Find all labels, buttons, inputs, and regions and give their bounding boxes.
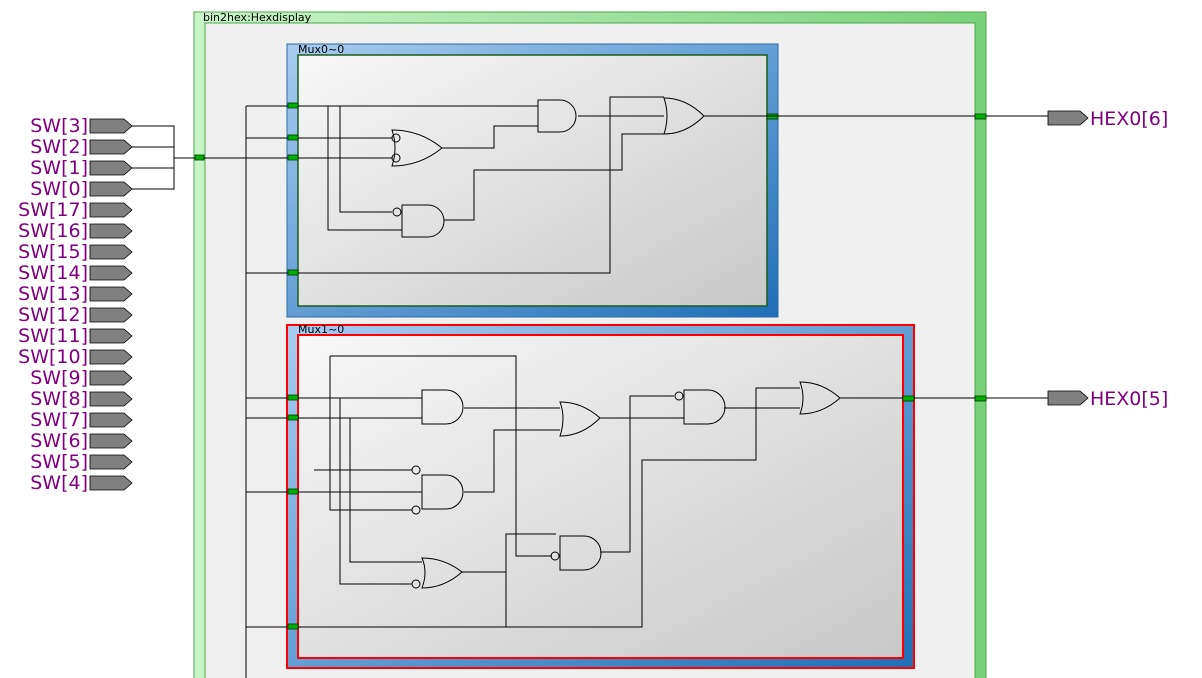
- input-pin[interactable]: SW[6]: [30, 430, 133, 452]
- mux0-block[interactable]: Mux0~0: [286, 43, 779, 318]
- input-pin-label: SW[11]: [18, 325, 88, 347]
- mux1-block[interactable]: Mux1~0: [286, 323, 915, 669]
- input-pin[interactable]: SW[16]: [18, 220, 133, 242]
- input-pin-icon: [89, 286, 133, 302]
- hexdisplay-block-title: bin2hex:Hexdisplay: [203, 11, 312, 24]
- input-pin-label: SW[16]: [18, 220, 88, 242]
- output-pin[interactable]: HEX0[5]: [1047, 388, 1168, 410]
- input-pin-icon: [89, 328, 133, 344]
- input-pin-icon: [89, 244, 133, 260]
- input-pin-label: SW[2]: [30, 136, 88, 158]
- output-pins: HEX0[6] HEX0[5]: [1047, 108, 1168, 410]
- input-pin[interactable]: SW[9]: [30, 367, 133, 389]
- input-pin[interactable]: SW[12]: [18, 304, 133, 326]
- input-pin-label: SW[12]: [18, 304, 88, 326]
- input-pin-icon: [89, 118, 133, 134]
- input-pin-icon: [89, 391, 133, 407]
- and-gate-icon: [421, 389, 464, 425]
- input-pin-label: SW[13]: [18, 283, 88, 305]
- output-pin-icon: [1047, 110, 1089, 126]
- input-pin[interactable]: SW[0]: [30, 178, 133, 200]
- input-pin[interactable]: SW[1]: [30, 157, 133, 179]
- or-gate-icon: [421, 557, 463, 589]
- input-pin-label: SW[10]: [18, 346, 88, 368]
- input-pin-icon: [89, 433, 133, 449]
- input-pin-icon: [89, 475, 133, 491]
- input-pin[interactable]: SW[14]: [18, 262, 133, 284]
- input-pin[interactable]: SW[10]: [18, 346, 133, 368]
- input-pin-label: SW[4]: [30, 472, 88, 494]
- input-pin-icon: [89, 349, 133, 365]
- input-pin-label: SW[5]: [30, 451, 88, 473]
- or-gate-icon: [559, 401, 601, 437]
- or-gate-icon: [799, 381, 841, 415]
- input-pin-icon: [89, 139, 133, 155]
- input-pin-label: SW[7]: [30, 409, 88, 431]
- output-pin-label: HEX0[6]: [1090, 108, 1168, 130]
- input-pin-label: SW[3]: [30, 115, 88, 137]
- mux0-logic: [298, 96, 1048, 274]
- input-pin-icon: [89, 223, 133, 239]
- or-gate-icon: [663, 97, 705, 135]
- input-pin[interactable]: SW[7]: [30, 409, 133, 431]
- and-gate-icon: [683, 389, 726, 425]
- input-pin-label: SW[15]: [18, 241, 88, 263]
- output-pin[interactable]: HEX0[6]: [1047, 108, 1168, 130]
- input-pin[interactable]: SW[3]: [30, 115, 133, 137]
- input-pin-label: SW[1]: [30, 157, 88, 179]
- input-pin-icon: [89, 202, 133, 218]
- input-pin[interactable]: SW[4]: [30, 472, 133, 494]
- input-pin[interactable]: SW[15]: [18, 241, 133, 263]
- input-pin-label: SW[14]: [18, 262, 88, 284]
- input-pin[interactable]: SW[8]: [30, 388, 133, 410]
- input-pin-icon: [89, 370, 133, 386]
- input-pin-icon: [89, 307, 133, 323]
- output-pin-label: HEX0[5]: [1090, 388, 1168, 410]
- input-pin[interactable]: SW[11]: [18, 325, 133, 347]
- output-pin-icon: [1047, 390, 1089, 406]
- input-pin[interactable]: SW[5]: [30, 451, 133, 473]
- input-pin-label: SW[17]: [18, 199, 88, 221]
- input-pin-icon: [89, 454, 133, 470]
- input-pin[interactable]: SW[17]: [18, 199, 133, 221]
- input-pin-icon: [89, 265, 133, 281]
- input-pin[interactable]: SW[13]: [18, 283, 133, 305]
- mux1-logic: [298, 355, 1048, 628]
- mux1-block-title: Mux1~0: [298, 323, 344, 336]
- and-gate-icon: [401, 204, 445, 238]
- input-bus-wires: [132, 105, 293, 678]
- input-pin-label: SW[6]: [30, 430, 88, 452]
- and-gate-icon: [537, 99, 577, 133]
- input-pin-icon: [89, 412, 133, 428]
- mux0-block-title: Mux0~0: [298, 43, 344, 56]
- input-pins: SW[3] SW[2] SW[1] SW[0] SW[17] SW[16] SW…: [18, 115, 133, 494]
- input-pin[interactable]: SW[2]: [30, 136, 133, 158]
- input-pin-label: SW[8]: [30, 388, 88, 410]
- input-pin-icon: [89, 181, 133, 197]
- and-gate-icon: [559, 535, 602, 571]
- or-gate-icon: [391, 129, 443, 167]
- input-pin-icon: [89, 160, 133, 176]
- input-pin-label: SW[0]: [30, 178, 88, 200]
- and-gate-icon: [421, 474, 464, 510]
- input-pin-label: SW[9]: [30, 367, 88, 389]
